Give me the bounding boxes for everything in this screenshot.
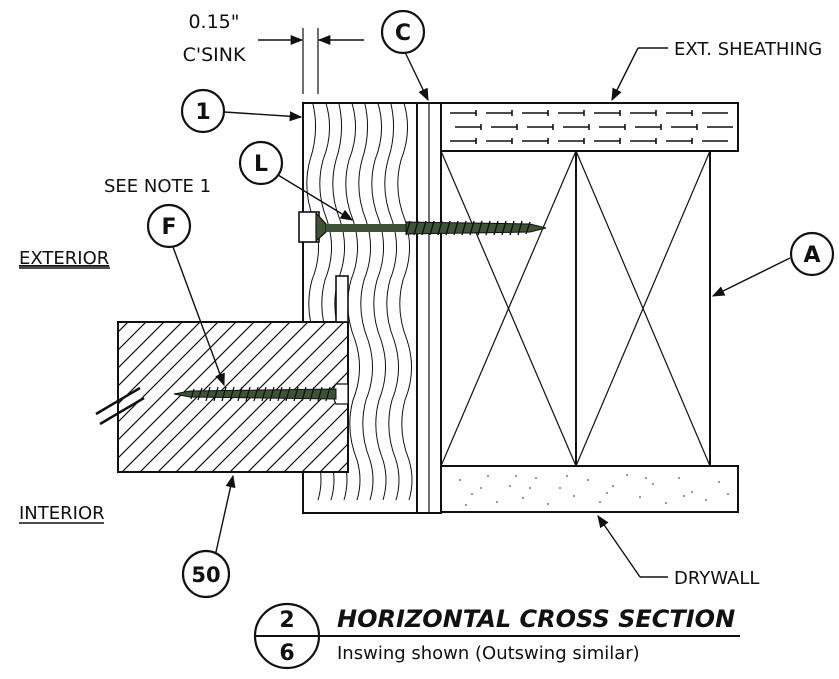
slab-screw-f [173,383,349,405]
detail-title: HORIZONTAL CROSS SECTION [337,605,735,633]
csink-word-label: C'SINK [183,44,246,66]
detail-number: 2 [279,608,294,633]
bubble-l: L [238,140,284,186]
drywall-label: DRYWALL [674,568,759,589]
bubble-l-label: L [254,152,268,177]
door-frame [302,102,442,514]
exterior-label: EXTERIOR [19,248,109,269]
frame-screw-l [298,211,547,243]
ext-sheathing-label: EXT. SHEATHING [674,39,822,60]
bubble-50: 50 [181,549,231,599]
bubble-a: A [789,231,835,277]
exterior-sheathing [440,102,739,152]
bubble-a-label: A [803,243,820,268]
drywall-board [440,465,739,513]
bubble-c: C [380,9,426,55]
bubble-c-label: C [395,21,411,46]
bubble-1-label: 1 [195,100,210,125]
detail-subtitle: Inswing shown (Outswing similar) [337,643,640,664]
countersink-dimension: 0.15" C'SINK [183,11,364,94]
wall-studs [440,150,711,467]
interior-label: INTERIOR [19,503,105,524]
csink-dim-label: 0.15" [188,11,239,33]
bubble-1: 1 [180,88,226,134]
bubble-f-label: F [161,215,176,240]
bubble-50-label: 50 [191,563,220,587]
detail-sheet: 6 [279,641,294,666]
see-note-label: SEE NOTE 1 [104,176,211,197]
bubble-f: F [146,203,192,249]
leader-lines [172,47,791,578]
detail-title-block: 2 6 HORIZONTAL CROSS SECTION Inswing sho… [253,602,740,670]
